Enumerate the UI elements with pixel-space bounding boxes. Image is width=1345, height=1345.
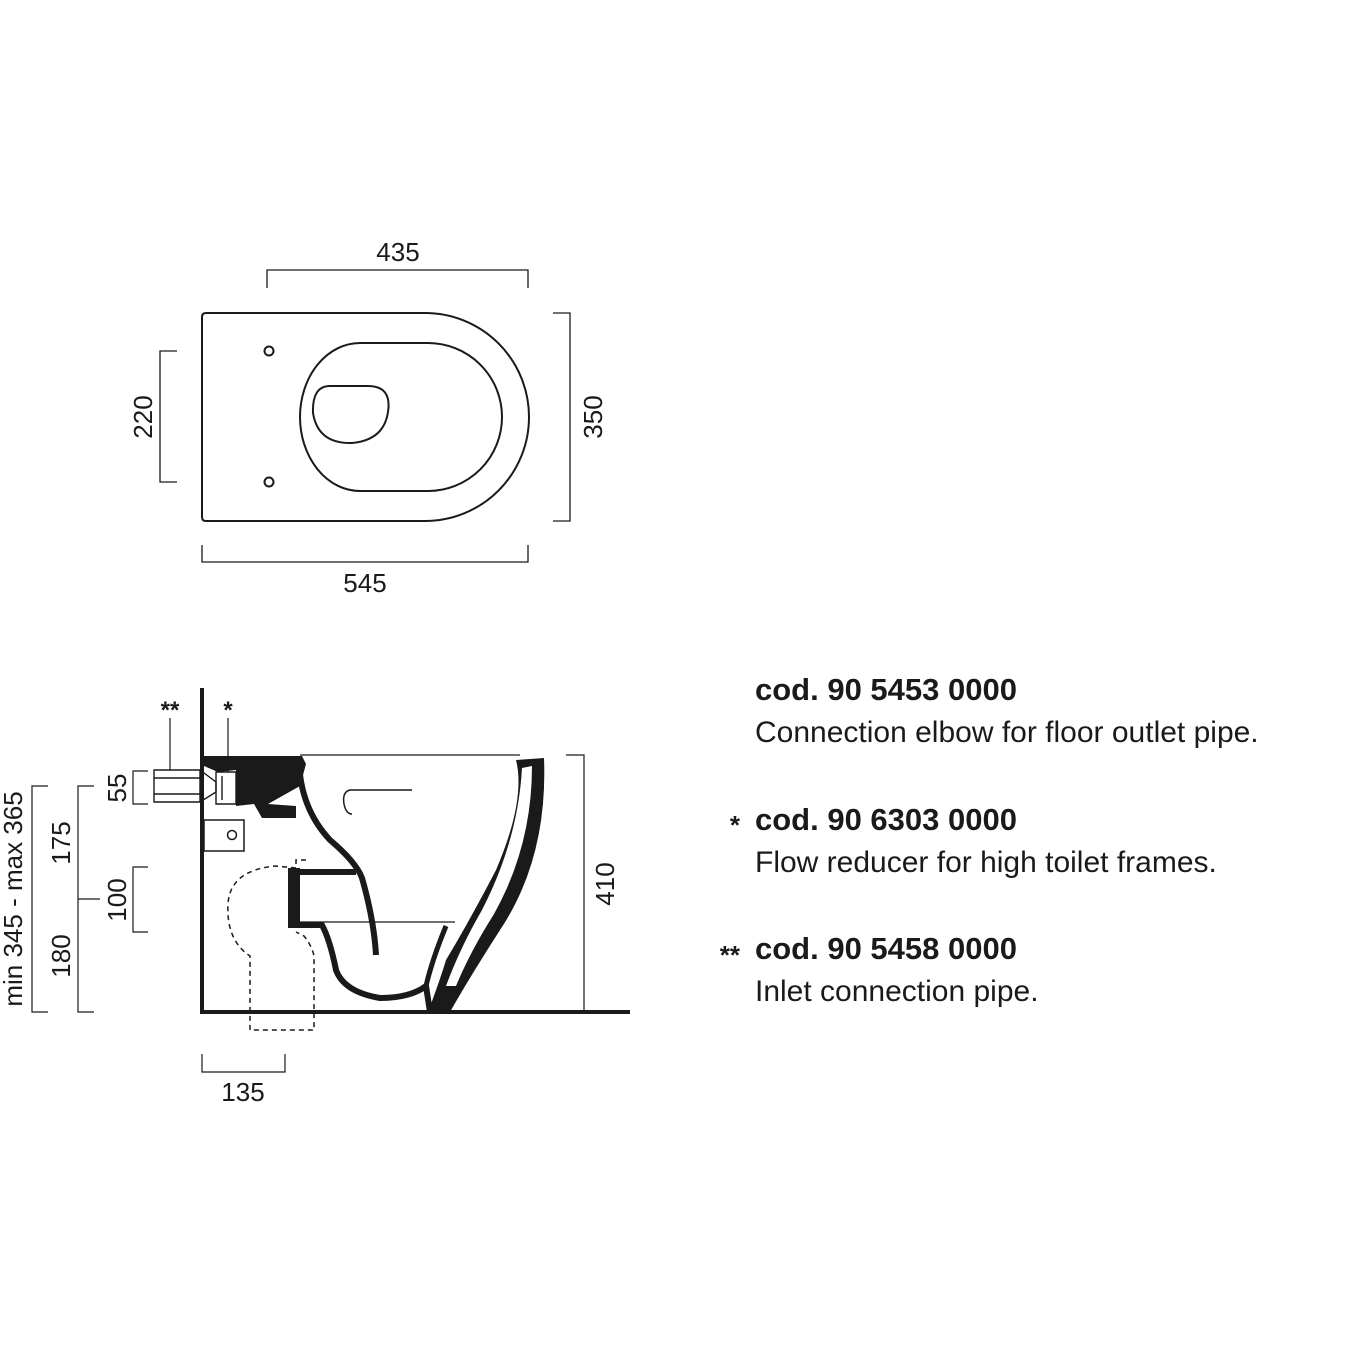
fixing-plate bbox=[203, 819, 245, 852]
fixing-hole-bottom bbox=[263, 476, 275, 488]
bowl-inner-curve bbox=[423, 925, 449, 987]
dim-label-175: 175 bbox=[46, 821, 76, 864]
dim-label-135: 135 bbox=[221, 1077, 264, 1107]
dim-label-55: 55 bbox=[102, 774, 132, 803]
dimension-line-220 bbox=[159, 350, 177, 483]
dimension-line-545 bbox=[201, 545, 529, 563]
dimension-line-55 bbox=[132, 770, 148, 805]
dimension-line-135 bbox=[201, 1054, 286, 1073]
dim-label-350: 350 bbox=[578, 395, 608, 438]
bowl-opening bbox=[311, 385, 390, 445]
side-view bbox=[31, 688, 630, 1073]
dimension-line-435 bbox=[266, 269, 529, 288]
top-view bbox=[159, 269, 571, 563]
trap-inlet bbox=[288, 868, 300, 928]
dim-label-435: 435 bbox=[376, 237, 419, 267]
fixing-hole-top bbox=[263, 345, 275, 357]
dimension-line-range bbox=[31, 785, 48, 1013]
rim-block bbox=[202, 756, 306, 818]
dimension-line-175 bbox=[77, 785, 100, 1013]
flush-symbol bbox=[342, 789, 412, 815]
dim-label-545: 545 bbox=[343, 568, 386, 598]
dim-label-180: 180 bbox=[46, 934, 76, 977]
bowl-outline-top bbox=[201, 312, 530, 522]
inlet-pipe bbox=[153, 769, 217, 803]
dim-label-range: min 345 - max 365 bbox=[0, 791, 28, 1006]
bowl-front-inner bbox=[446, 766, 532, 986]
marker-double-star: ** bbox=[161, 697, 180, 724]
dimension-line-350 bbox=[553, 312, 571, 522]
dim-label-220: 220 bbox=[128, 395, 158, 438]
bowl-rim bbox=[299, 342, 503, 492]
outlet-pipe-dashed bbox=[227, 859, 315, 1031]
dimension-line-410 bbox=[566, 754, 585, 1013]
dim-label-100: 100 bbox=[102, 878, 132, 921]
bowl-inner-wall bbox=[296, 759, 379, 956]
flow-reducer bbox=[215, 771, 237, 805]
marker-single-star: * bbox=[223, 697, 233, 724]
trap-outline bbox=[290, 869, 433, 1013]
fixing-plate-hole bbox=[226, 829, 238, 841]
dim-label-410: 410 bbox=[590, 862, 620, 905]
dimension-line-100 bbox=[132, 866, 148, 933]
